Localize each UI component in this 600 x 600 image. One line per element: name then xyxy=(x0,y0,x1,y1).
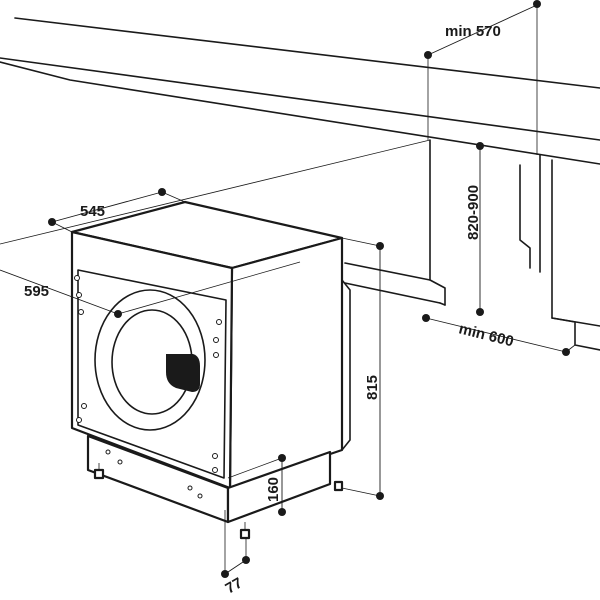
foot-left xyxy=(93,468,105,480)
countertop xyxy=(0,17,600,245)
label-545: 545 xyxy=(80,203,105,220)
dim-min-570: min 570 xyxy=(424,0,541,155)
dim-815: 815 xyxy=(341,237,384,500)
plinth-side xyxy=(226,450,332,524)
dim-820-900: 820-900 xyxy=(465,142,484,316)
side-recess xyxy=(341,279,351,451)
mounting-holes xyxy=(74,275,222,499)
label-595: 595 xyxy=(24,283,49,300)
dim-595: 595 xyxy=(0,261,301,318)
label-77: 77 xyxy=(223,574,246,597)
washing-machine xyxy=(70,200,351,540)
cabinet-right-panel xyxy=(519,154,600,351)
label-160: 160 xyxy=(265,477,282,502)
porthole-outer xyxy=(94,289,206,431)
dim-77: 77 xyxy=(221,510,250,597)
front-door-panel xyxy=(77,269,227,479)
floor-line xyxy=(344,282,446,306)
label-820-900: 820-900 xyxy=(465,185,482,240)
label-min-600: min 600 xyxy=(457,320,515,350)
dim-min-600: min 600 xyxy=(422,314,576,356)
label-min-570: min 570 xyxy=(445,23,501,40)
machine-side xyxy=(228,236,344,490)
label-815: 815 xyxy=(364,375,381,400)
dim-545: 545 xyxy=(48,188,186,233)
foot-right xyxy=(333,480,344,492)
dim-160: 160 xyxy=(227,454,286,516)
door-handle-icon xyxy=(166,354,200,392)
cabinet-left-panel xyxy=(344,139,446,306)
foot-front xyxy=(239,528,251,540)
